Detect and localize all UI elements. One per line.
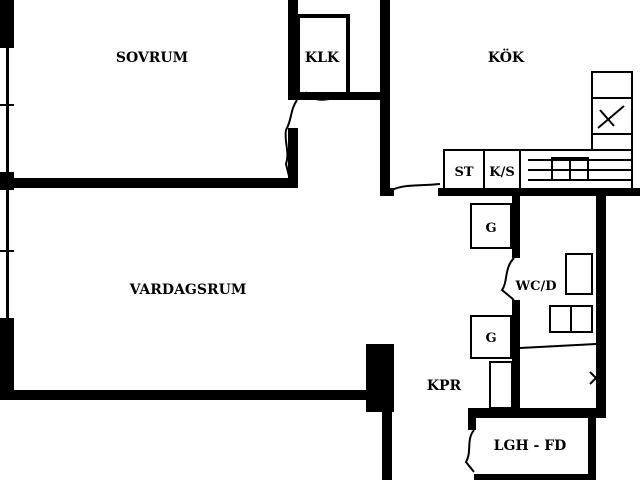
wc-floor-line — [519, 343, 597, 349]
door-swing-klk — [305, 91, 347, 101]
label-g-lower: G — [485, 331, 496, 346]
window-left-1 — [6, 48, 9, 172]
wall-wc-left-upper — [512, 196, 520, 258]
wall-sovrum-right-stub — [288, 128, 298, 186]
wall-lgh-bottom — [474, 474, 594, 480]
label-kpr: KPR — [427, 378, 462, 394]
stove-cross-b — [599, 109, 615, 127]
wall-kok-bottom-left — [380, 188, 394, 196]
window-left-2 — [6, 190, 9, 318]
label-sovrum: SOVRUM — [116, 50, 188, 66]
window-tick-1 — [0, 104, 14, 106]
wall-lgh-right — [588, 418, 596, 480]
door-swing-wc — [500, 257, 515, 301]
label-klk: KLK — [305, 50, 340, 66]
wall-kok-left — [380, 0, 390, 196]
wall-pillar-lower — [382, 410, 392, 480]
counter-column — [591, 71, 633, 151]
wc-arrow-b — [589, 377, 597, 385]
kpr-cabinet — [489, 361, 513, 409]
wall-left-top — [0, 0, 14, 48]
label-wcd: WC/D — [515, 279, 557, 294]
label-lghfd: LGH - FD — [494, 438, 567, 454]
door-swing-sovrum — [284, 99, 298, 181]
klk-box — [298, 15, 348, 95]
label-kok: KÖK — [488, 47, 525, 66]
label-vardagsrum: VARDAGSRUM — [129, 282, 247, 298]
wc-toilet — [565, 253, 593, 295]
wall-lgh-left — [468, 408, 476, 430]
wall-wc-left-lower — [512, 300, 520, 410]
wall-left-bottom — [0, 318, 14, 398]
label-ks: K/S — [489, 165, 514, 180]
wall-wc-right — [596, 196, 606, 418]
window-tick-2 — [0, 250, 14, 252]
label-st: ST — [454, 165, 473, 180]
wall-wc-bottom — [468, 408, 606, 418]
door-swing-lgh — [464, 429, 475, 473]
stove-cross-a — [597, 105, 625, 129]
wall-pillar — [366, 344, 394, 412]
wall-sovrum-bottom — [0, 178, 298, 188]
wall-kok-bottom-right — [438, 188, 640, 196]
fixtures — [284, 15, 633, 473]
g-upper-box — [470, 203, 512, 249]
wall-sovrum-right — [288, 0, 298, 100]
g-lower-box — [470, 315, 512, 359]
door-swing-kok — [391, 183, 441, 191]
label-g-upper: G — [485, 221, 496, 236]
wc-arrow-a — [589, 371, 597, 379]
wall-vardagsrum-bottom — [0, 390, 392, 400]
